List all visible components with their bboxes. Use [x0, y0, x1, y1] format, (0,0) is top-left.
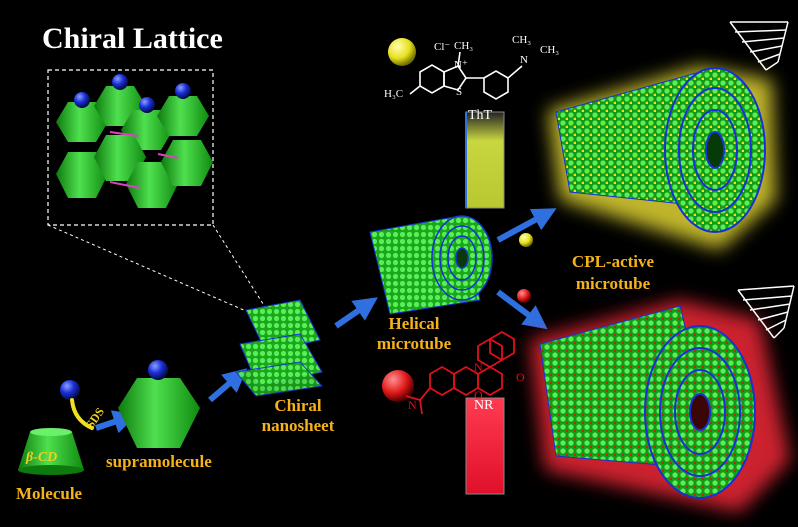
nr-structure	[382, 330, 515, 415]
nr-dye-sphere-small	[517, 289, 531, 303]
chiral-nanosheet-illustration	[235, 299, 324, 397]
atom-n-top: N	[520, 54, 528, 66]
tht-structure	[388, 38, 523, 100]
atom-n-plus: N⁺	[454, 59, 468, 71]
atom-ch3-a: CH₃	[454, 40, 474, 52]
atom-o-nr1: O	[474, 388, 483, 402]
vial-label-tht: ThT	[468, 108, 493, 123]
arrow-supramolecule-to-nanosheet	[208, 368, 248, 403]
atom-o-nr2: O	[516, 370, 525, 384]
arrow-to-red-tube	[496, 289, 548, 330]
atom-ch3-c: CH₃	[540, 44, 560, 56]
label-beta-cd: β-CD	[26, 450, 58, 465]
arrow-nanosheet-to-helical	[334, 297, 378, 329]
arrow-to-yellow-tube	[496, 208, 557, 243]
tht-dye-sphere-small	[519, 233, 533, 247]
cpl-microtube-yellow	[548, 21, 789, 250]
lattice-box	[47, 69, 214, 226]
label-cpl-line1: CPL-active	[571, 252, 655, 271]
supramolecule-illustration	[118, 360, 200, 448]
atom-n-nr2: N	[408, 398, 417, 412]
atom-ch3-b: CH₃	[512, 34, 532, 46]
helical-microtube-illustration	[369, 215, 493, 315]
title-chiral-lattice: Chiral Lattice	[42, 22, 223, 55]
atom-s: S	[456, 86, 463, 98]
arrow-molecule-to-supramolecule	[95, 410, 138, 434]
zoom-line-right	[212, 224, 273, 319]
label-nanosheet-line2: nanosheet	[261, 416, 335, 435]
atom-h3c: H₃C	[384, 88, 404, 100]
cpl-microtube-red	[530, 285, 795, 512]
label-helical-line1: Helical	[388, 314, 440, 333]
label-nanosheet-line1: Chiral	[274, 396, 322, 415]
chiral-lattice-illustration	[56, 74, 213, 208]
label-molecule: Molecule	[16, 484, 83, 503]
sds-surfactant	[60, 380, 94, 430]
vial-label-nr: NR	[474, 398, 494, 413]
nr-vial	[465, 397, 505, 495]
atom-n-nr: N	[474, 360, 483, 374]
label-helical-line2: microtube	[376, 334, 452, 353]
tht-vial	[465, 111, 505, 209]
atom-cl: Cl⁻	[434, 41, 451, 53]
beta-cd-molecule	[18, 428, 84, 475]
label-cpl-line2: microtube	[575, 274, 651, 293]
label-supramolecule: supramolecule	[106, 452, 212, 471]
zoom-line-left	[47, 224, 263, 319]
